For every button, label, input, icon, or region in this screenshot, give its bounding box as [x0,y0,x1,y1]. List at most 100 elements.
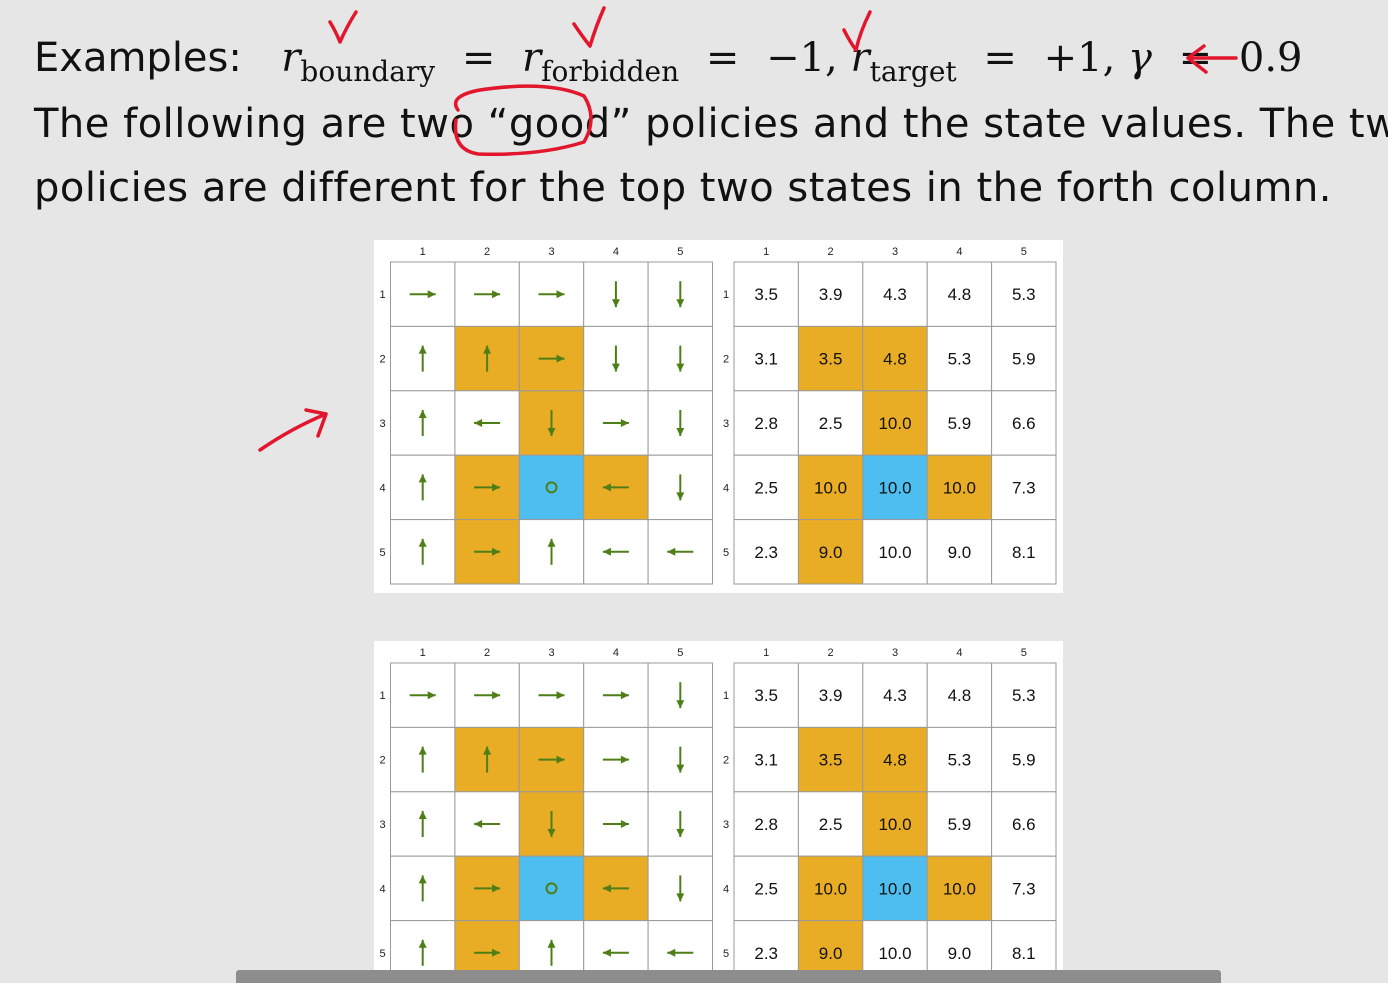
state-value: 9.0 [948,944,972,963]
grid-cell [991,325,1057,392]
row-label: 1 [379,289,385,301]
arrow-head [418,875,427,884]
horizontal-scrollbar[interactable] [236,970,1221,983]
column-label: 4 [956,246,962,258]
state-value: 10.0 [878,944,911,963]
arrow-right-icon [474,483,501,492]
grid-cell [733,390,799,456]
arrow-up-icon [483,746,492,773]
state-value: 2.3 [754,944,778,963]
arrow-left-icon [667,547,694,556]
grid-cell [926,454,993,521]
arrow-head [620,691,629,700]
arrow-head [483,345,492,354]
state-value: 5.9 [948,414,972,433]
arrow-right-icon [474,691,501,700]
arrow-head [667,547,676,556]
arrow-head [556,691,565,700]
line2-text-end: policies and the state values. The two [631,101,1388,147]
state-value: 3.5 [754,285,778,304]
state-value: 4.8 [948,285,972,304]
arrow-head [602,547,611,556]
arrow-head [676,764,685,773]
grid-cell [862,662,928,728]
arrow-right-icon [409,290,436,299]
state-value: 5.3 [948,751,972,770]
state-value: 10.0 [878,815,911,834]
arrow-left-icon [474,419,501,427]
arrow-head [620,419,629,427]
grid-cell [926,325,993,392]
grid-cell [991,519,1057,585]
arrow-left-icon [474,820,501,828]
state-value: 9.0 [819,543,843,562]
examples-label: Examples: [34,35,242,81]
state-value: 6.6 [1012,414,1036,433]
arrow-head [547,939,556,948]
grid-cell [862,791,928,857]
row-label: 2 [723,755,729,767]
row-label: 2 [379,354,385,366]
arrow-head [676,299,685,308]
arrow-up-icon [418,811,427,837]
arrow-right-icon [474,290,501,299]
arrow-right-icon [602,820,629,828]
arrow-up-icon [418,875,427,902]
column-label: 5 [677,647,683,659]
column-label: 5 [677,246,683,258]
state-value: 10.0 [943,478,976,497]
arrow-head [492,483,501,492]
arrow-up-icon [418,538,427,565]
grid-cell [797,325,864,392]
state-value: 3.5 [819,350,843,369]
arrow-right-icon [602,691,629,700]
arrow-right-icon [474,948,501,957]
grid-cell [862,726,928,793]
grid-cell [926,261,993,327]
grid-cell [797,662,864,728]
grid-cell [862,390,928,456]
arrow-right-icon [538,354,565,363]
r-target-symbol: r [850,35,870,81]
state-value: 2.8 [754,414,778,433]
arrow-up-icon [418,410,427,436]
column-label: 4 [613,246,619,258]
arrow-up-icon [418,939,427,966]
arrow-up-icon [418,345,427,372]
arrow-left-icon [602,948,629,957]
column-label: 5 [1021,647,1027,659]
arrow-right-icon [538,290,565,299]
arrow-head [492,547,501,556]
arrow-head [676,492,685,501]
arrow-head [483,746,492,755]
arrow-head [676,700,685,709]
arrow-head [492,290,501,299]
state-value: 7.3 [1012,879,1036,898]
row-label: 4 [723,482,729,494]
arrow-left-icon [667,948,694,957]
state-value: 3.5 [819,751,843,770]
state-value: 7.3 [1012,478,1036,497]
state-value: 4.8 [948,686,972,705]
arrow-up-icon [483,345,492,372]
row-label: 5 [723,547,729,559]
state-value: 6.6 [1012,815,1036,834]
positive-one-value: +1, [1043,35,1116,81]
arrow-down-icon [676,875,685,902]
arrow-head [602,483,611,492]
state-value: 4.8 [883,350,907,369]
state-value: 10.0 [878,414,911,433]
grid-cell [733,261,799,327]
arrow-head [492,691,501,700]
arrow-down-icon [547,811,556,837]
arrow-head [418,538,427,547]
state-value: 3.1 [754,350,778,369]
gamma-symbol: γ [1128,35,1152,81]
arrow-down-icon [676,410,685,436]
state-value: 2.5 [819,815,843,834]
state-value: 2.5 [754,478,778,497]
arrow-head [667,948,676,957]
arrow-up-icon [418,474,427,501]
